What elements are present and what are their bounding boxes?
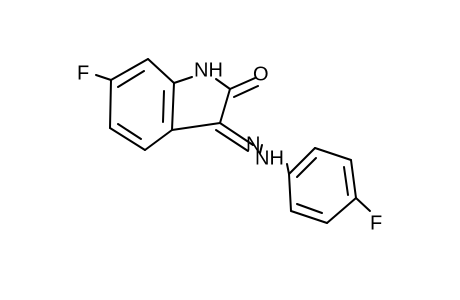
aryl-inner-bond-3 (296, 203, 323, 214)
bond-nh-to-c2 (215, 78, 231, 90)
aryl-bond-5 (290, 210, 328, 224)
benzene-bond-c3a-c4 (144, 129, 173, 151)
bond-n-to-nh (259, 144, 263, 154)
aryl-bond-1 (288, 147, 316, 175)
bond-nh-to-aryl (286, 163, 290, 175)
carbonyl-double-bond-b (233, 85, 259, 98)
benzene-inner-bond-1 (117, 70, 145, 88)
azo-double-bond-b (215, 129, 249, 152)
bond-aryl-to-f-right (355, 197, 371, 212)
benzene-inner-bond-2 (162, 90, 165, 123)
aryl-bond-4 (326, 197, 357, 224)
aryl-inner-bond-1 (296, 157, 317, 178)
benzene-bond-c6-c7 (110, 58, 149, 81)
bond-c3-to-c3a (171, 122, 221, 131)
bond-c2-to-c3 (219, 88, 231, 124)
fluorine-label-right: F (370, 212, 382, 234)
benzene-bond-c7-c7a (147, 58, 175, 84)
benzene-bond-c7a-c3a (171, 82, 175, 131)
aryl-bond-6 (288, 173, 292, 212)
bond-c7a-to-nh (173, 76, 193, 84)
azo-double-bond-a (219, 122, 254, 146)
aryl-inner-bond-2 (343, 166, 349, 196)
benzene-bond-c5-c6 (109, 79, 112, 129)
bond-f-left-to-c6 (95, 74, 112, 81)
benzene-inner-bond-3 (117, 123, 142, 140)
fluorine-label-left: F (77, 62, 89, 84)
hydrazone-nh-label: NH (255, 147, 284, 169)
benzene-bond-c4-c5 (109, 127, 146, 151)
aryl-bond-3 (350, 159, 357, 199)
carbonyl-oxygen-label: O (253, 63, 269, 85)
aryl-bond-2 (314, 147, 352, 161)
azo-nitrogen-label: N (246, 133, 260, 155)
carbonyl-double-bond-a (229, 77, 256, 90)
ring-nh-label: NH (194, 59, 223, 81)
